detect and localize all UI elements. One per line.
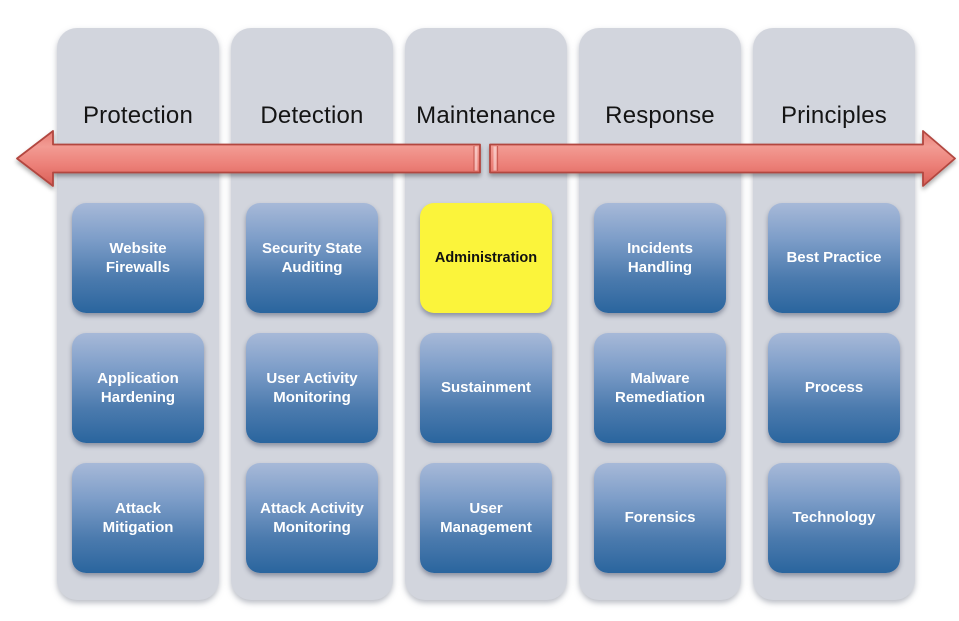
- box-attack-mitigation: Attack Mitigation: [72, 463, 204, 573]
- box-user-activity-monitoring: User Activity Monitoring: [246, 333, 378, 443]
- box-user-management: User Management: [420, 463, 552, 573]
- box-process: Process: [768, 333, 900, 443]
- box-sustainment: Sustainment: [420, 333, 552, 443]
- box-administration: Administration: [420, 203, 552, 313]
- box-technology: Technology: [768, 463, 900, 573]
- box-incidents-handling: Incidents Handling: [594, 203, 726, 313]
- box-attack-activity-monitoring: Attack Activity Monitoring: [246, 463, 378, 573]
- box-forensics: Forensics: [594, 463, 726, 573]
- box-website-firewalls: Website Firewalls: [72, 203, 204, 313]
- box-application-hardening: Application Hardening: [72, 333, 204, 443]
- box-security-state-auditing: Security State Auditing: [246, 203, 378, 313]
- column-title: Response: [605, 102, 715, 129]
- column-title: Maintenance: [416, 102, 556, 129]
- column-title: Principles: [780, 102, 888, 129]
- column-title: Protection: [82, 102, 194, 129]
- box-malware-remediation: Malware Remediation: [594, 333, 726, 443]
- column-title: Detection: [260, 102, 364, 129]
- box-best-practice: Best Practice: [768, 203, 900, 313]
